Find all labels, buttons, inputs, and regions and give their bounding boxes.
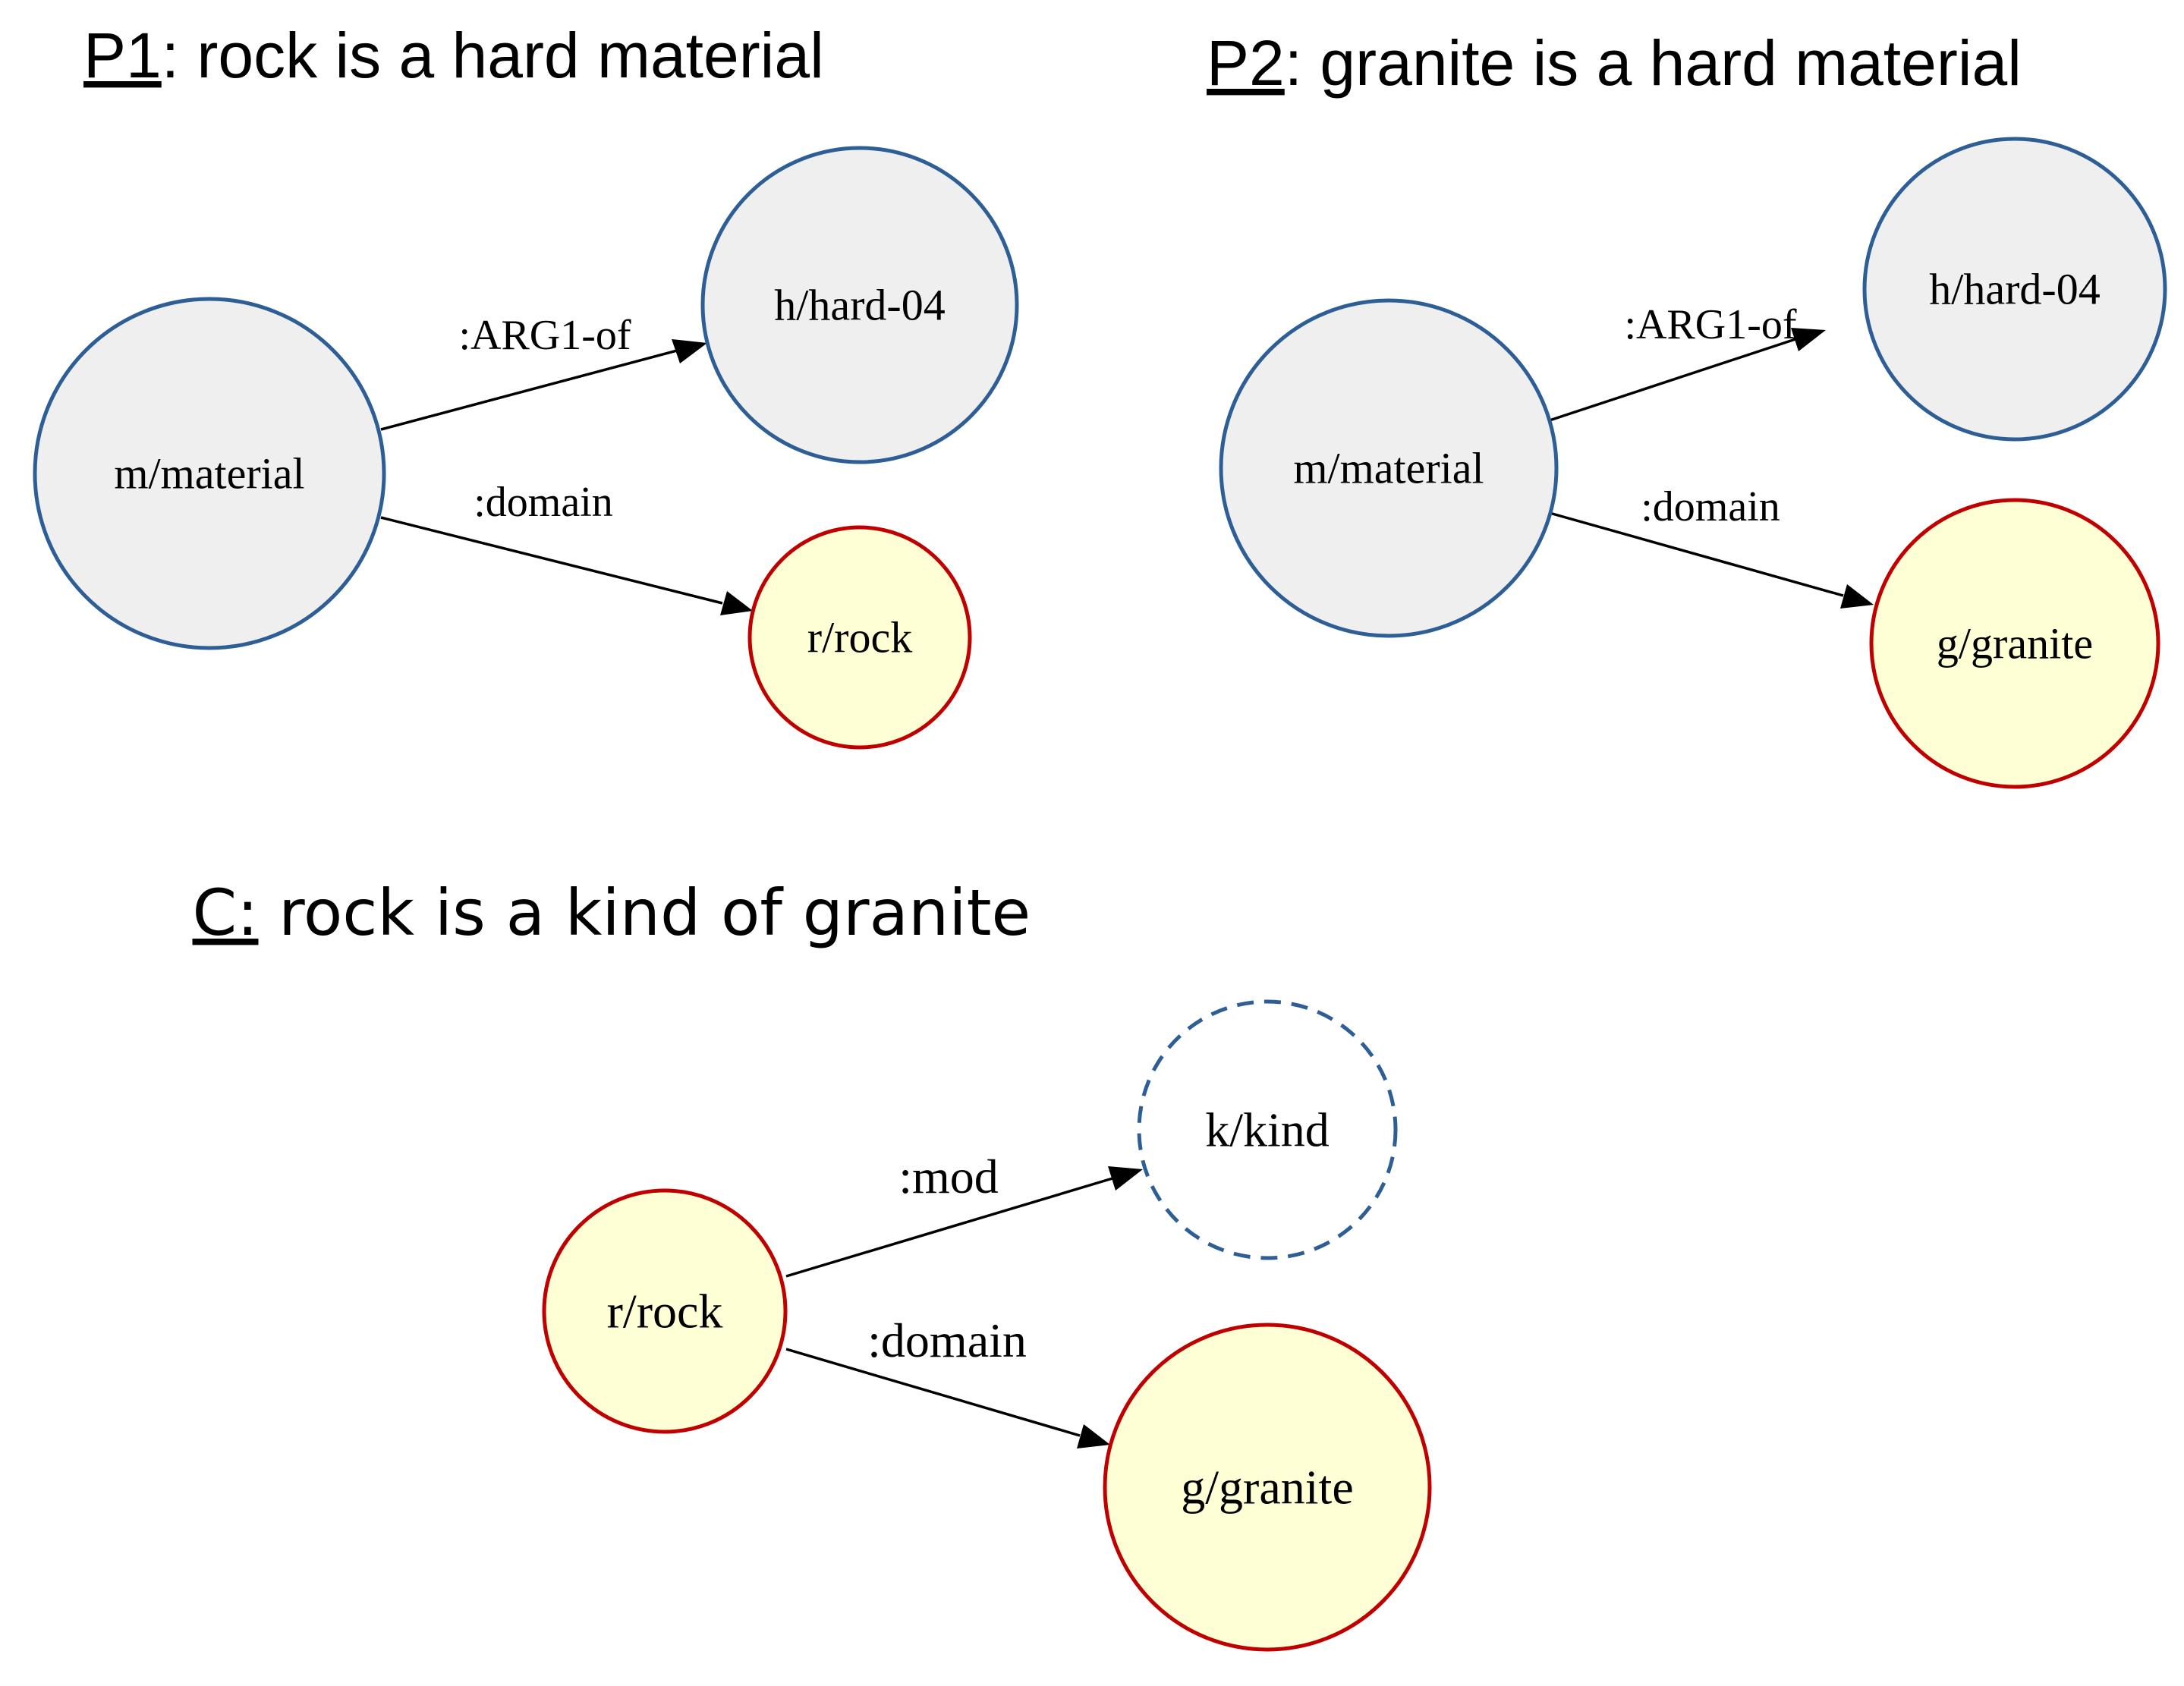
p1-title-prefix: P1 — [83, 20, 162, 91]
p2-node-material — [1219, 298, 1559, 638]
c-node-rock — [542, 1188, 788, 1434]
p1-edge-arg1of-arrowhead — [672, 339, 707, 363]
c-title-prefix: C: — [193, 876, 259, 950]
c-node-kind — [1137, 999, 1398, 1260]
p1-node-rock-label: r/rock — [807, 613, 913, 662]
c-node-rock-label: r/rock — [607, 1285, 723, 1338]
c-node-kind-label: k/kind — [1205, 1103, 1330, 1157]
p2-edge-label-domain: :domain — [1641, 483, 1780, 530]
p2-title: P2: granite is a hard material — [1207, 27, 2022, 99]
p1-node-material-label: m/material — [114, 449, 304, 499]
c-title: C: rock is a kind of granite — [91, 876, 1091, 950]
p2-node-granite — [1869, 498, 2160, 789]
p2-node-material-label: m/material — [1293, 444, 1484, 493]
p1-graph: :ARG1-of :domain m/material h/hard-04 r/… — [33, 146, 1019, 750]
p2-edge-arg1of-arrowhead — [1791, 328, 1826, 351]
c-edge-domain-line — [785, 1348, 1081, 1437]
p1-edge-arg1of-line — [380, 349, 678, 431]
p1-title: P1: rock is a hard material — [83, 20, 824, 91]
c-edge-domain-arrowhead — [1077, 1424, 1110, 1449]
p1-edge-label-domain: :domain — [474, 479, 613, 526]
p1-node-material — [33, 297, 386, 650]
p1-node-hard-label: h/hard-04 — [774, 281, 946, 330]
p2-edge-domain-line — [1549, 511, 1844, 597]
p2-edge-label-arg1of: :ARG1-of — [1624, 301, 1796, 348]
p1-edge-domain-line — [380, 516, 723, 605]
p2-node-hard — [1862, 137, 2167, 442]
c-edge-mod-line — [785, 1177, 1113, 1278]
p1-node-hard — [700, 146, 1019, 464]
p2-graph: :ARG1-of :domain m/material h/hard-04 g/… — [1219, 137, 2167, 789]
p2-edge-domain-arrowhead — [1840, 584, 1874, 609]
p2-title-text: : granite is a hard material — [1285, 27, 2022, 99]
c-edge-mod-arrowhead — [1108, 1166, 1143, 1191]
p1-edge-label-arg1of: :ARG1-of — [458, 312, 631, 359]
p2-node-hard-label: h/hard-04 — [1929, 265, 2101, 314]
p2-title-prefix: P2 — [1207, 27, 1285, 99]
p2-node-granite-label: g/granite — [1937, 619, 2093, 668]
c-edge-label-domain: :domain — [867, 1313, 1027, 1367]
p2-edge-arg1of-line — [1549, 338, 1796, 422]
p1-title-text: : rock is a hard material — [162, 20, 824, 91]
c-title-text: rock is a kind of granite — [258, 876, 1031, 950]
p1-edge-domain-arrowhead — [720, 591, 753, 615]
c-graph: :mod :domain r/rock k/kind g/granite — [542, 999, 1432, 1652]
c-node-granite — [1103, 1323, 1432, 1652]
c-edge-label-mod: :mod — [898, 1150, 999, 1203]
p1-node-rock — [747, 525, 972, 750]
c-node-granite-label: g/granite — [1181, 1461, 1353, 1515]
